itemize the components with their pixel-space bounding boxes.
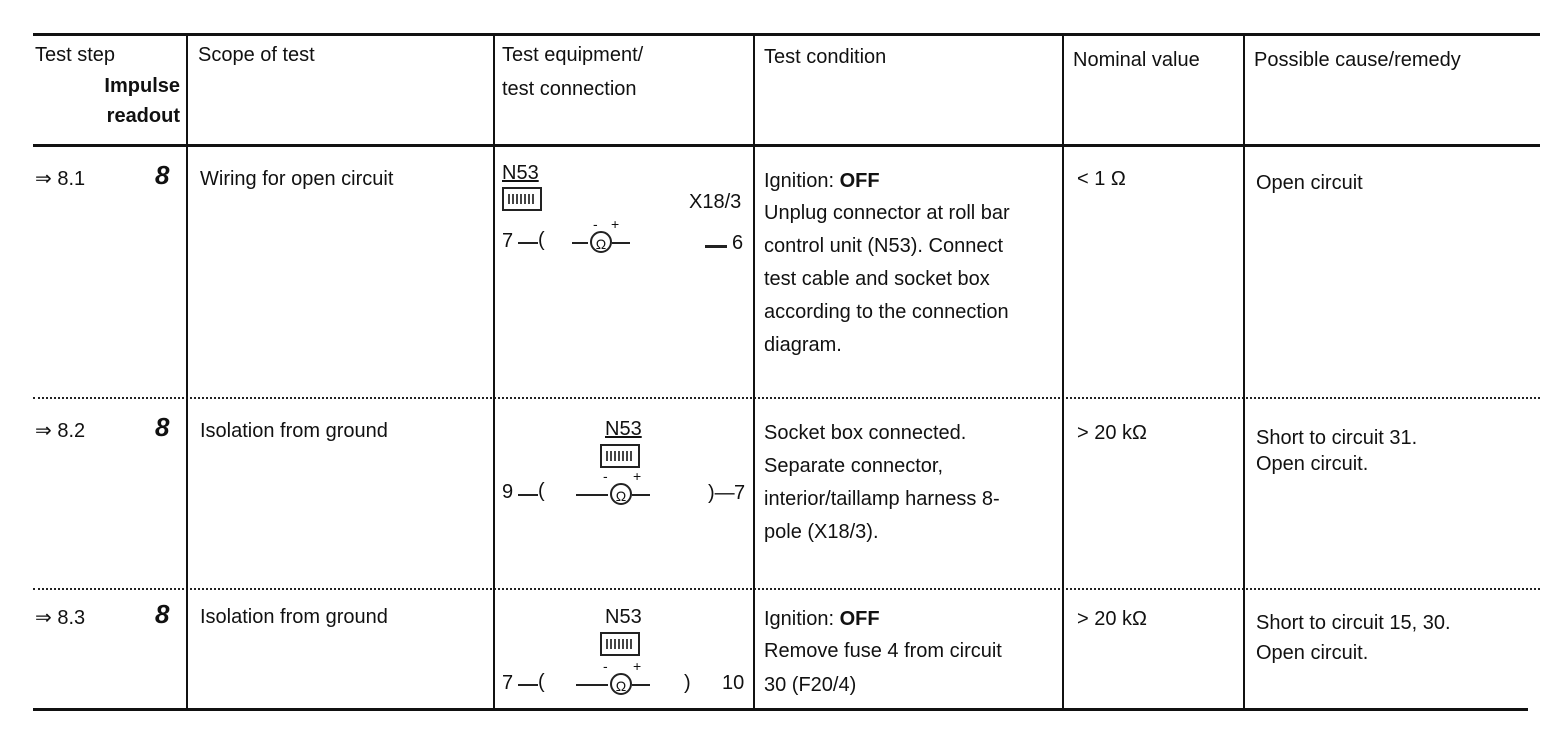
test-condition-line: Socket box connected. bbox=[764, 422, 967, 444]
test-condition-line: Ignition: OFF bbox=[764, 606, 880, 632]
possible-cause: Short to circuit 31. bbox=[1256, 427, 1418, 449]
socket-box-icon bbox=[600, 444, 640, 468]
polarity-sign-icon: + bbox=[633, 468, 642, 484]
header-equipment-line2: test connection bbox=[502, 78, 637, 100]
column-divider bbox=[1062, 36, 1064, 709]
nominal-value: > 20 kΩ bbox=[1077, 422, 1147, 444]
impulse-readout: 8 bbox=[155, 599, 170, 629]
table-top-rule bbox=[33, 33, 1540, 36]
column-divider bbox=[1243, 36, 1245, 709]
socket-contact-icon: ( bbox=[538, 229, 545, 251]
test-condition-line: Separate connector, bbox=[764, 455, 944, 477]
possible-cause: Short to circuit 15, 30. bbox=[1256, 612, 1451, 634]
test-condition-line: interior/taillamp harness 8- bbox=[764, 488, 1000, 510]
header-condition: Test condition bbox=[764, 46, 887, 68]
socket-box-icon bbox=[600, 632, 640, 656]
lead-wire bbox=[576, 684, 608, 686]
lead-wire bbox=[612, 242, 630, 244]
test-condition-line: Ignition: OFF bbox=[764, 168, 880, 194]
polarity-sign-icon: + bbox=[611, 216, 620, 232]
lead-wire bbox=[572, 242, 588, 244]
header-readout: readout bbox=[106, 105, 180, 127]
lead-wire bbox=[576, 494, 608, 496]
table-bottom-rule bbox=[33, 708, 1528, 711]
unit-label: N53 bbox=[502, 162, 539, 184]
header-nominal: Nominal value bbox=[1073, 49, 1200, 71]
column-divider bbox=[753, 36, 755, 709]
unit-label: N53 bbox=[605, 606, 642, 628]
connector-label: X18/3 bbox=[689, 191, 742, 213]
lead-wire bbox=[632, 684, 650, 686]
lead-wire bbox=[632, 494, 650, 496]
socket-contact-icon: ( bbox=[538, 671, 545, 693]
lead-wire bbox=[518, 242, 538, 244]
possible-cause: Open circuit. bbox=[1256, 453, 1369, 475]
test-step-number: ⇒ 8.3 bbox=[35, 607, 86, 629]
test-condition-line: 30 (F20/4) bbox=[764, 674, 857, 696]
possible-cause: Open circuit. bbox=[1256, 642, 1369, 664]
pin-contact-icon: ) bbox=[684, 672, 691, 694]
polarity-sign-icon: - bbox=[603, 658, 608, 674]
condition-bold: OFF bbox=[839, 170, 880, 192]
scope-of-test: Isolation from ground bbox=[200, 606, 388, 628]
lead-wire bbox=[518, 494, 538, 496]
condition-prefix: Ignition: bbox=[764, 608, 840, 630]
ohmmeter-icon: Ω bbox=[610, 483, 632, 505]
ohmmeter-icon: Ω bbox=[610, 673, 632, 695]
test-step-number: ⇒ 8.1 bbox=[35, 168, 86, 190]
scope-of-test: Isolation from ground bbox=[200, 420, 388, 442]
lead-wire bbox=[518, 684, 538, 686]
pin-right: 10 bbox=[722, 672, 745, 694]
test-condition-line: according to the connection bbox=[764, 301, 1009, 323]
pin-left: 9 bbox=[502, 481, 514, 503]
nominal-value: > 20 kΩ bbox=[1077, 608, 1147, 630]
polarity-sign-icon: - bbox=[593, 216, 598, 232]
polarity-sign-icon: - bbox=[603, 468, 608, 484]
possible-cause: Open circuit bbox=[1256, 172, 1363, 194]
pin-right: 7 bbox=[734, 482, 746, 504]
condition-bold: OFF bbox=[839, 608, 880, 630]
impulse-readout: 8 bbox=[155, 160, 170, 190]
column-divider bbox=[493, 36, 495, 709]
test-step-number: ⇒ 8.2 bbox=[35, 420, 86, 442]
socket-box-icon bbox=[502, 187, 542, 211]
polarity-sign-icon: + bbox=[633, 658, 642, 674]
test-condition-line: Unplug connector at roll bar bbox=[764, 202, 1010, 224]
header-cause: Possible cause/remedy bbox=[1254, 49, 1461, 71]
pin-left: 7 bbox=[502, 230, 514, 252]
test-condition-line: test cable and socket box bbox=[764, 268, 990, 290]
header-equipment-line1: Test equipment/ bbox=[502, 44, 644, 66]
row-divider bbox=[33, 588, 1540, 590]
header-impulse: Impulse bbox=[104, 75, 180, 97]
test-condition-line: diagram. bbox=[764, 334, 842, 356]
condition-prefix: Ignition: bbox=[764, 170, 840, 192]
socket-contact-icon: ( bbox=[538, 480, 545, 502]
pin-right: 6 bbox=[732, 232, 744, 254]
impulse-readout: 8 bbox=[155, 412, 170, 442]
header-scope: Scope of test bbox=[198, 44, 315, 66]
column-divider bbox=[186, 36, 188, 709]
ohmmeter-icon: Ω bbox=[590, 231, 612, 253]
test-condition-line: control unit (N53). Connect bbox=[764, 235, 1004, 257]
test-condition-line: Remove fuse 4 from circuit bbox=[764, 640, 1002, 662]
pin-left: 7 bbox=[502, 672, 514, 694]
nominal-value: < 1 Ω bbox=[1077, 168, 1126, 190]
row-divider bbox=[33, 397, 1540, 399]
pin-contact-icon bbox=[705, 245, 727, 248]
pin-contact-icon: )— bbox=[708, 482, 735, 504]
table-header-rule bbox=[33, 144, 1540, 147]
test-condition-line: pole (X18/3). bbox=[764, 521, 879, 543]
scope-of-test: Wiring for open circuit bbox=[200, 168, 394, 190]
header-test-step: Test step bbox=[35, 44, 116, 66]
unit-label: N53 bbox=[605, 418, 642, 440]
